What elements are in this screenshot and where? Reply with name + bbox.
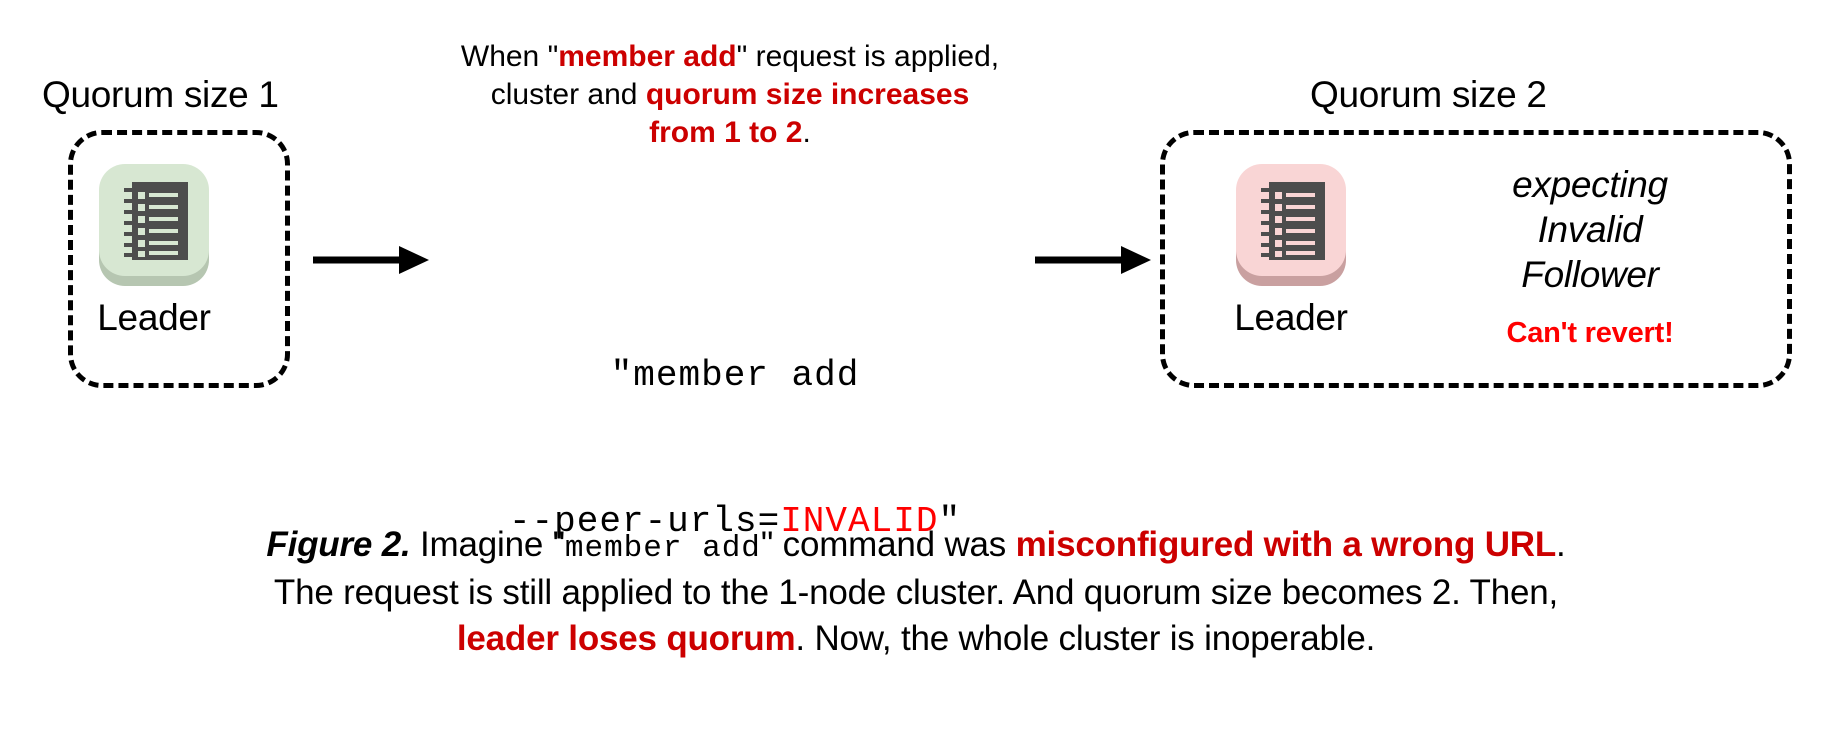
left-node-label: Leader [97,297,211,338]
ledger-node-icon [124,182,188,260]
caption-highlight-leader-loses-quorum: leader loses quorum [456,619,796,659]
top-note-part4: . [802,115,811,149]
cant-revert-warning: Can't revert! [1506,317,1674,350]
caption-l1-c: . [1556,525,1566,564]
caption-line-2: The request is still applied to the 1-no… [273,572,1559,612]
expecting-follower-block: expecting Invalid Follower Can't revert! [1440,162,1740,350]
command-line-2: --peer-urls=INVALID" [455,498,1015,547]
figure-caption: Figure 2. Imagine "member add" command w… [60,522,1772,662]
left-node-tile [95,158,213,290]
command-line-1: "member add [610,355,860,397]
caption-line-3: leader loses quorum. Now, the whole clus… [60,616,1772,662]
caption-l1-b: " command was [760,525,1016,564]
caption-highlight-misconfigured: misconfigured with a wrong URL [1015,525,1557,564]
top-note-part2: " request is applied, [736,40,1000,73]
right-node-label: Leader [1234,297,1348,338]
left-cluster-title: Quorum size 1 [42,74,279,115]
expecting-line-1: expecting [1512,164,1668,205]
right-cluster-box [1160,130,1792,388]
right-arrow-icon [313,246,429,274]
right-arrow-icon [1035,246,1151,274]
left-cluster-box [68,130,290,388]
top-note-highlight-quorum-increase: quorum size increases [645,77,970,111]
top-note-part3: cluster and [490,77,646,111]
right-leader-node: Leader [1232,158,1350,336]
caption-l3-b: . Now, the whole cluster is inoperable. [795,619,1376,659]
top-note-part1: When " [460,40,559,73]
command-line-2-suffix: " [938,500,962,542]
figure-label: Figure 2. [266,525,411,564]
expecting-line-3: Follower [1521,254,1659,296]
ledger-node-icon [1261,182,1325,260]
top-note-highlight-from-1-to-2: from 1 to 2 [649,115,803,149]
left-leader-node: Leader [95,158,213,336]
caption-mono-member-add: member add [564,531,761,566]
expecting-line-2: Invalid [1537,209,1643,251]
caption-line-1: Figure 2. Imagine "member add" command w… [60,522,1772,570]
right-node-tile [1232,158,1350,290]
command-line-2-prefix: --peer-urls= [508,500,781,542]
command-text: "member add --peer-urls=INVALID" [455,255,1015,644]
command-invalid-token: INVALID [780,500,939,542]
right-cluster-title: Quorum size 2 [1310,74,1547,115]
top-note-highlight-member-add: member add [558,40,737,73]
caption-l1-a: Imagine " [410,525,565,564]
top-annotation: When "member add" request is applied, cl… [380,38,1080,151]
